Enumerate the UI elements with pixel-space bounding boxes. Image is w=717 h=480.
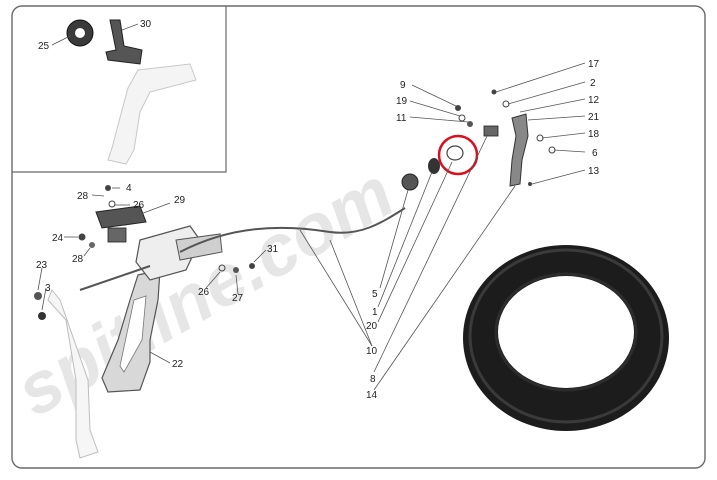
part-31-bolt — [249, 263, 255, 269]
callout-22: 22 — [172, 359, 184, 370]
part-9-screw — [455, 105, 461, 111]
inset-box — [12, 6, 227, 173]
callout-29: 29 — [174, 195, 186, 206]
part-3-nut — [38, 312, 46, 320]
part-27-nut — [233, 267, 239, 273]
callout-28a: 28 — [77, 191, 89, 202]
callout-17: 17 — [588, 59, 600, 70]
gasket-highlight — [468, 248, 664, 424]
callout-6: 6 — [592, 148, 598, 159]
callout-24: 24 — [52, 233, 64, 244]
callout-2: 2 — [590, 78, 596, 89]
part-28b-nut — [89, 242, 95, 248]
small-bracket — [107, 227, 127, 243]
callout-13: 13 — [588, 166, 600, 177]
gasket-photo — [463, 245, 669, 431]
callout-8: 8 — [370, 374, 376, 385]
callout-28b: 28 — [72, 254, 84, 265]
part-17-pin — [491, 89, 497, 95]
part-29-plate — [95, 205, 147, 229]
part-1-seal — [428, 158, 440, 174]
callout-26b: 26 — [198, 287, 210, 298]
inset-parts — [66, 19, 197, 165]
callouts: 25 30 28 4 26 29 24 28 23 3 31 26 27 22 … — [36, 19, 600, 401]
gasket-inner-edge — [494, 272, 638, 392]
callout-26a: 26 — [133, 200, 145, 211]
callout-25: 25 — [38, 41, 50, 52]
part-26a-washer — [108, 200, 116, 208]
highlight-circle — [437, 134, 479, 176]
callout-5: 5 — [372, 289, 378, 300]
callout-27: 27 — [232, 293, 244, 304]
callout-18: 18 — [588, 129, 600, 140]
callout-4: 4 — [126, 183, 132, 194]
callout-31: 31 — [267, 244, 279, 255]
callout-3: 3 — [45, 283, 51, 294]
cable — [179, 207, 406, 253]
part-22-pedal-slot — [119, 295, 147, 373]
release-assembly — [401, 89, 556, 191]
part-20-washer — [446, 145, 464, 161]
callout-10: 10 — [366, 346, 378, 357]
leader-lines — [37, 23, 586, 391]
ghost-lever — [47, 289, 99, 459]
part-5-bush — [401, 173, 419, 191]
part-26b-washer — [218, 264, 226, 272]
callout-12: 12 — [588, 95, 600, 106]
callout-1: 1 — [372, 307, 378, 318]
part-30-bracket — [105, 19, 143, 65]
callout-19: 19 — [396, 96, 408, 107]
part-11-nut — [467, 121, 473, 127]
callout-20: 20 — [366, 321, 378, 332]
ghost-pedal — [107, 63, 197, 165]
callout-30: 30 — [140, 19, 152, 30]
pedal-assembly — [34, 185, 255, 459]
part-13-pin — [528, 182, 532, 186]
part-29-housing — [175, 233, 223, 261]
part-19-washer — [458, 114, 466, 122]
part-12-block — [483, 125, 499, 137]
callout-14: 14 — [366, 390, 378, 401]
part-25-hole — [75, 28, 85, 38]
part-23-pin — [34, 292, 42, 300]
gasket-hole — [498, 276, 634, 388]
part-21-release-lever — [509, 113, 529, 187]
callout-21: 21 — [588, 112, 600, 123]
pedal-rod — [79, 265, 151, 291]
callout-23: 23 — [36, 260, 48, 271]
part-4-screw — [105, 185, 111, 191]
callout-11: 11 — [396, 113, 407, 124]
callout-9: 9 — [400, 80, 406, 91]
part-24-bolt — [78, 233, 86, 241]
